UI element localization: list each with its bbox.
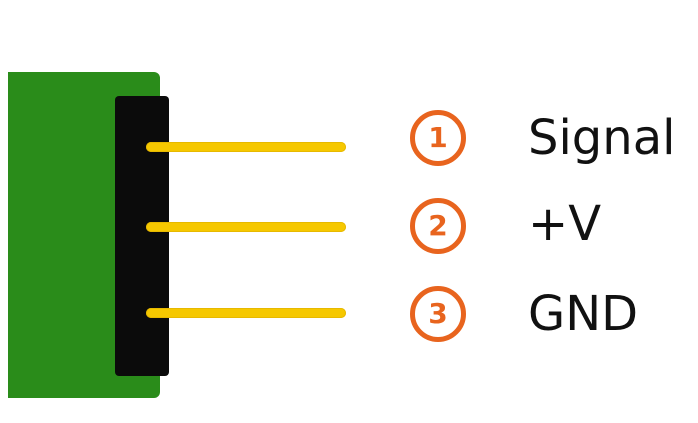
pin-2-number-badge: 2 — [410, 198, 466, 254]
pin-3-number-badge: 3 — [410, 286, 466, 342]
pin-header-housing — [115, 96, 169, 376]
pin-3-lead — [146, 308, 346, 318]
pin-2-label: +V — [528, 196, 602, 252]
pin-3-label: GND — [528, 286, 639, 342]
pin-2-lead — [146, 222, 346, 232]
pin-1-number-badge: 1 — [410, 110, 466, 166]
pin-1-lead — [146, 142, 346, 152]
pin-1-label: Signal — [528, 110, 676, 166]
